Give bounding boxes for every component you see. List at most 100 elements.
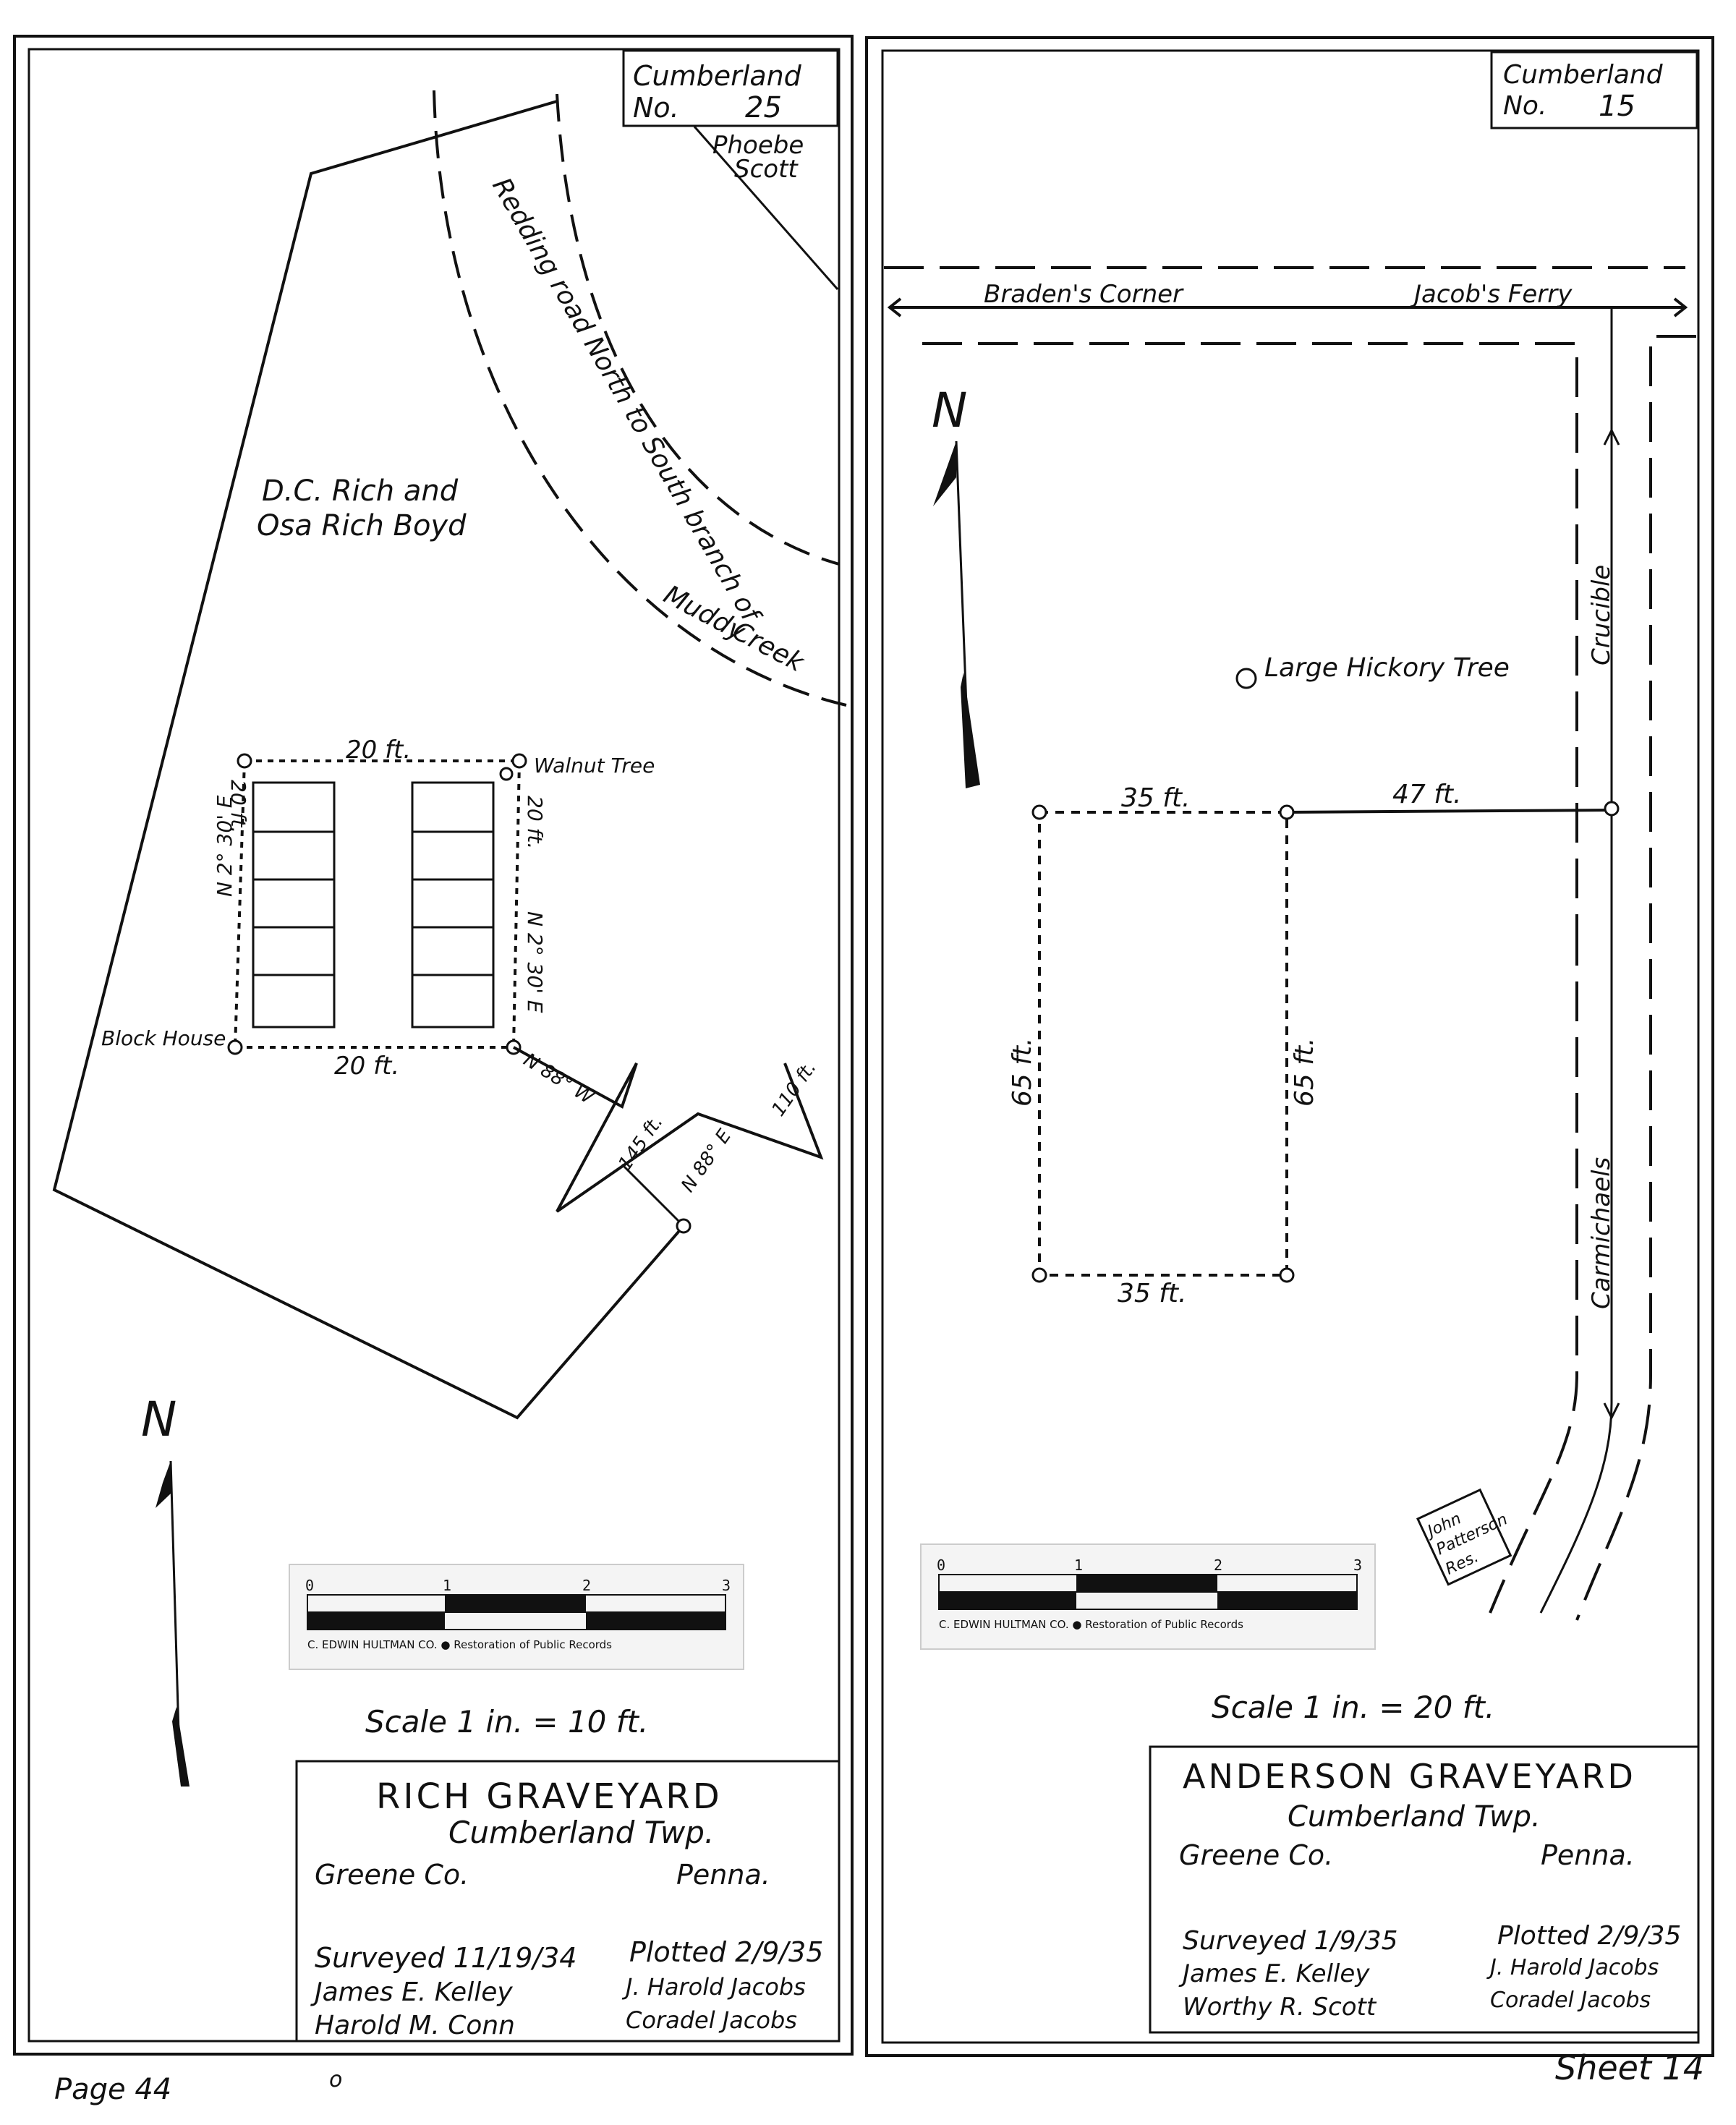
scale-tick-label: 2 — [1214, 1557, 1222, 1574]
right-panel-inner-frame — [881, 49, 1700, 2044]
right-box-county: Cumberland — [1503, 60, 1664, 90]
right-box-no-label: No. — [1503, 91, 1546, 121]
road-label-jacobs-ferry: Jacob's Ferry — [1410, 280, 1573, 309]
left-title: RICH GRAVEYARD — [376, 1776, 723, 1817]
walnut-tree-label: Walnut Tree — [534, 754, 655, 778]
distance-label-1: 145 ft. — [614, 1112, 668, 1175]
left-plotter-1: J. Harold Jacobs — [621, 1973, 806, 2001]
block-house-marker — [227, 1039, 243, 1055]
traverse-marker — [676, 1218, 692, 1234]
scale-tick-label: 2 — [582, 1577, 591, 1594]
scale-tick-label: 1 — [1074, 1557, 1083, 1574]
north-letter: N — [932, 383, 967, 438]
grave-column-left — [252, 781, 336, 1029]
right-plotter-2: Coradel Jacobs — [1490, 1988, 1651, 2013]
scale-bar-maker: C. EDWIN HULTMAN CO. ● Restoration of Pu… — [307, 1638, 612, 1651]
carmichaels-label: Carmichaels — [1587, 1157, 1616, 1309]
scale-tick-label: 0 — [305, 1577, 314, 1594]
grave-column-right — [411, 781, 495, 1029]
anderson-graveyard-plot — [1031, 801, 1620, 1283]
rich-graveyard-plot — [227, 753, 527, 1055]
traverse-tie — [621, 1163, 685, 1227]
left-box-county: Cumberland — [633, 60, 802, 92]
right-title-block: ANDERSON GRAVEYARD Cumberland Twp. Green… — [1149, 1745, 1700, 2034]
left-plotter-2: Coradel Jacobs — [626, 2006, 797, 2034]
hickory-tree-label: Large Hickory Tree — [1264, 653, 1510, 683]
side-road-arrow-up-icon — [1603, 427, 1620, 446]
tie-dimension: 47 ft. — [1392, 780, 1461, 809]
corner-marker — [1031, 804, 1047, 820]
left-bottom-dimension: 20 ft. — [334, 1052, 399, 1081]
footer-mark: o — [329, 2067, 342, 2092]
left-county: Greene Co. — [315, 1859, 469, 1891]
left-surveyed: Surveyed 11/19/34 — [315, 1942, 576, 1974]
left-state: Penna. — [676, 1859, 770, 1891]
hickory-tree-marker — [1235, 668, 1257, 689]
traverse-line — [513, 1046, 824, 1213]
right-left-dimension: 65 ft. — [1008, 1038, 1037, 1107]
bearing-label-1: N 88° W — [519, 1049, 597, 1109]
scale-tick-label: 3 — [722, 1577, 731, 1594]
right-right-dimension: 65 ft. — [1290, 1038, 1319, 1107]
side-road-west-edge — [1489, 926, 1578, 1614]
right-scale-bar: 0 1 2 3 C. EDWIN HULTMAN CO. ● Restorati… — [920, 1543, 1376, 1650]
north-arrow-icon: N — [141, 1392, 190, 1787]
right-county: Greene Co. — [1179, 1839, 1333, 1871]
right-state: Penna. — [1541, 1839, 1635, 1871]
distance-label-2: 110 ft. — [767, 1057, 821, 1120]
right-township: Cumberland Twp. — [1288, 1800, 1541, 1834]
road-label-bradens-corner: Braden's Corner — [984, 280, 1184, 309]
owner-line2: Osa Rich Boyd — [257, 509, 467, 542]
block-house-label: Block House — [101, 1026, 226, 1050]
right-panel-outer-frame — [865, 36, 1714, 2057]
owner-line1: D.C. Rich and — [262, 474, 459, 508]
scale-tick-label: 1 — [443, 1577, 451, 1594]
right-plotter-1: J. Harold Jacobs — [1486, 1955, 1659, 1980]
bearing-label-2: N 88° E — [677, 1125, 736, 1196]
left-side-distance: 20 ft. — [226, 780, 250, 833]
left-township: Cumberland Twp. — [448, 1815, 714, 1850]
right-side-distance: 20 ft. — [523, 796, 547, 849]
right-surveyed: Surveyed 1/9/35 — [1183, 1926, 1398, 1956]
creek-label-line2: Creek — [728, 616, 810, 679]
crucible-label: Crucible — [1587, 565, 1616, 665]
road-arrow-right-icon — [1673, 297, 1688, 318]
phoebe-scott-boundary — [693, 126, 839, 290]
right-plotted: Plotted 2/9/35 — [1497, 1921, 1681, 1951]
road-edge-south — [922, 342, 1578, 926]
right-number-box: Cumberland No. 15 — [1490, 51, 1698, 129]
road-edge-outer — [433, 90, 847, 707]
left-scale-bar: 0 1 2 3 C. EDWIN HULTMAN CO. ● Restorati… — [289, 1564, 744, 1670]
left-panel-outer-frame — [13, 35, 854, 2056]
tie-marker — [1604, 801, 1620, 817]
left-title-block: RICH GRAVEYARD Cumberland Twp. Greene Co… — [295, 1760, 841, 2043]
right-bottom-dimension: 35 ft. — [1118, 1279, 1186, 1308]
scale-bar-maker: C. EDWIN HULTMAN CO. ● Restoration of Pu… — [939, 1618, 1243, 1631]
left-plotted: Plotted 2/9/35 — [629, 1936, 823, 1968]
left-box-no-label: No. — [633, 92, 679, 124]
sheet-number: Sheet 14 — [1555, 2048, 1704, 2087]
corner-marker — [511, 753, 527, 769]
phoebe-label-line2: Scott — [734, 155, 799, 184]
walnut-tree-marker — [499, 767, 514, 781]
right-scale-text: Scale 1 in. = 20 ft. — [1212, 1690, 1494, 1725]
left-top-dimension: 20 ft. — [346, 736, 411, 765]
right-panel: Cumberland No. 15 Braden's Corner Jacob'… — [865, 36, 1714, 2057]
phoebe-label-line1: Phoebe — [712, 131, 804, 160]
road-label: Redding road North to South branch of — [486, 173, 767, 630]
corner-marker — [237, 753, 252, 769]
left-surveyor-2: Harold M. Conn — [315, 2011, 515, 2040]
right-title: ANDERSON GRAVEYARD — [1183, 1757, 1636, 1796]
corner-marker — [1031, 1267, 1047, 1283]
left-surveyor-1: James E. Kelley — [310, 1977, 513, 2007]
north-letter: N — [141, 1392, 176, 1447]
scale-tick-label: 3 — [1353, 1557, 1362, 1574]
left-number-box: Cumberland No. 25 — [622, 49, 839, 127]
left-box-number: 25 — [745, 91, 782, 124]
tie-line — [1286, 809, 1612, 814]
left-scale-text: Scale 1 in. = 10 ft. — [365, 1704, 648, 1739]
left-panel: Cumberland No. 25 Phoebe Scott Redding r… — [13, 35, 854, 2056]
road-arrow-left-icon — [887, 297, 902, 318]
right-surveyor-2: Worthy R. Scott — [1183, 1993, 1377, 2022]
right-top-dimension: 35 ft. — [1121, 783, 1190, 813]
